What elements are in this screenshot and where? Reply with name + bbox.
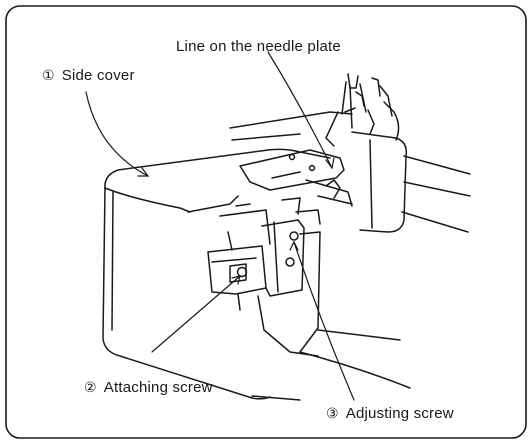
label-side-cover-number: ①	[42, 67, 55, 83]
label-attaching-screw-text: Attaching screw	[103, 379, 213, 396]
arrowhead-attaching-screw	[231, 275, 241, 285]
machine-illustration	[102, 73, 471, 401]
label-adjusting-screw: ③ Adjusting screw	[326, 404, 454, 423]
label-attaching-screw: ② Attaching screw	[84, 378, 213, 397]
label-adjusting-screw-text: Adjusting screw	[345, 405, 454, 422]
label-line-on-needle-plate: Line on the needle plate	[176, 38, 341, 55]
machine-right-body	[351, 131, 408, 233]
arrowhead-side-cover	[137, 167, 150, 177]
leader-lines	[85, 51, 355, 401]
arrowhead-needle-plate	[325, 157, 335, 170]
attaching-screw-head	[236, 266, 248, 278]
arrowhead-adjusting-screw	[289, 240, 299, 251]
label-adjusting-screw-number: ③	[326, 405, 339, 421]
lower-plate	[257, 295, 319, 357]
needle-plate	[239, 149, 345, 191]
side-cover-shape	[104, 148, 331, 189]
leader-line-attaching-screw	[151, 275, 241, 353]
leader-line-needle-plate	[267, 51, 333, 169]
diagram-frame	[5, 5, 527, 439]
side-cover-front	[102, 187, 271, 400]
label-attaching-screw-number: ②	[84, 379, 97, 395]
leader-line-side-cover	[85, 91, 149, 177]
label-side-cover: ① Side cover	[42, 66, 135, 85]
adjusting-screw-upper	[289, 231, 299, 241]
attaching-bracket	[207, 245, 267, 295]
label-side-cover-text: Side cover	[61, 67, 135, 84]
needle-assembly	[347, 73, 359, 89]
adjusting-plate	[261, 219, 305, 297]
adjusting-screw-lower	[285, 257, 295, 267]
leader-line-adjusting-screw	[293, 241, 355, 401]
